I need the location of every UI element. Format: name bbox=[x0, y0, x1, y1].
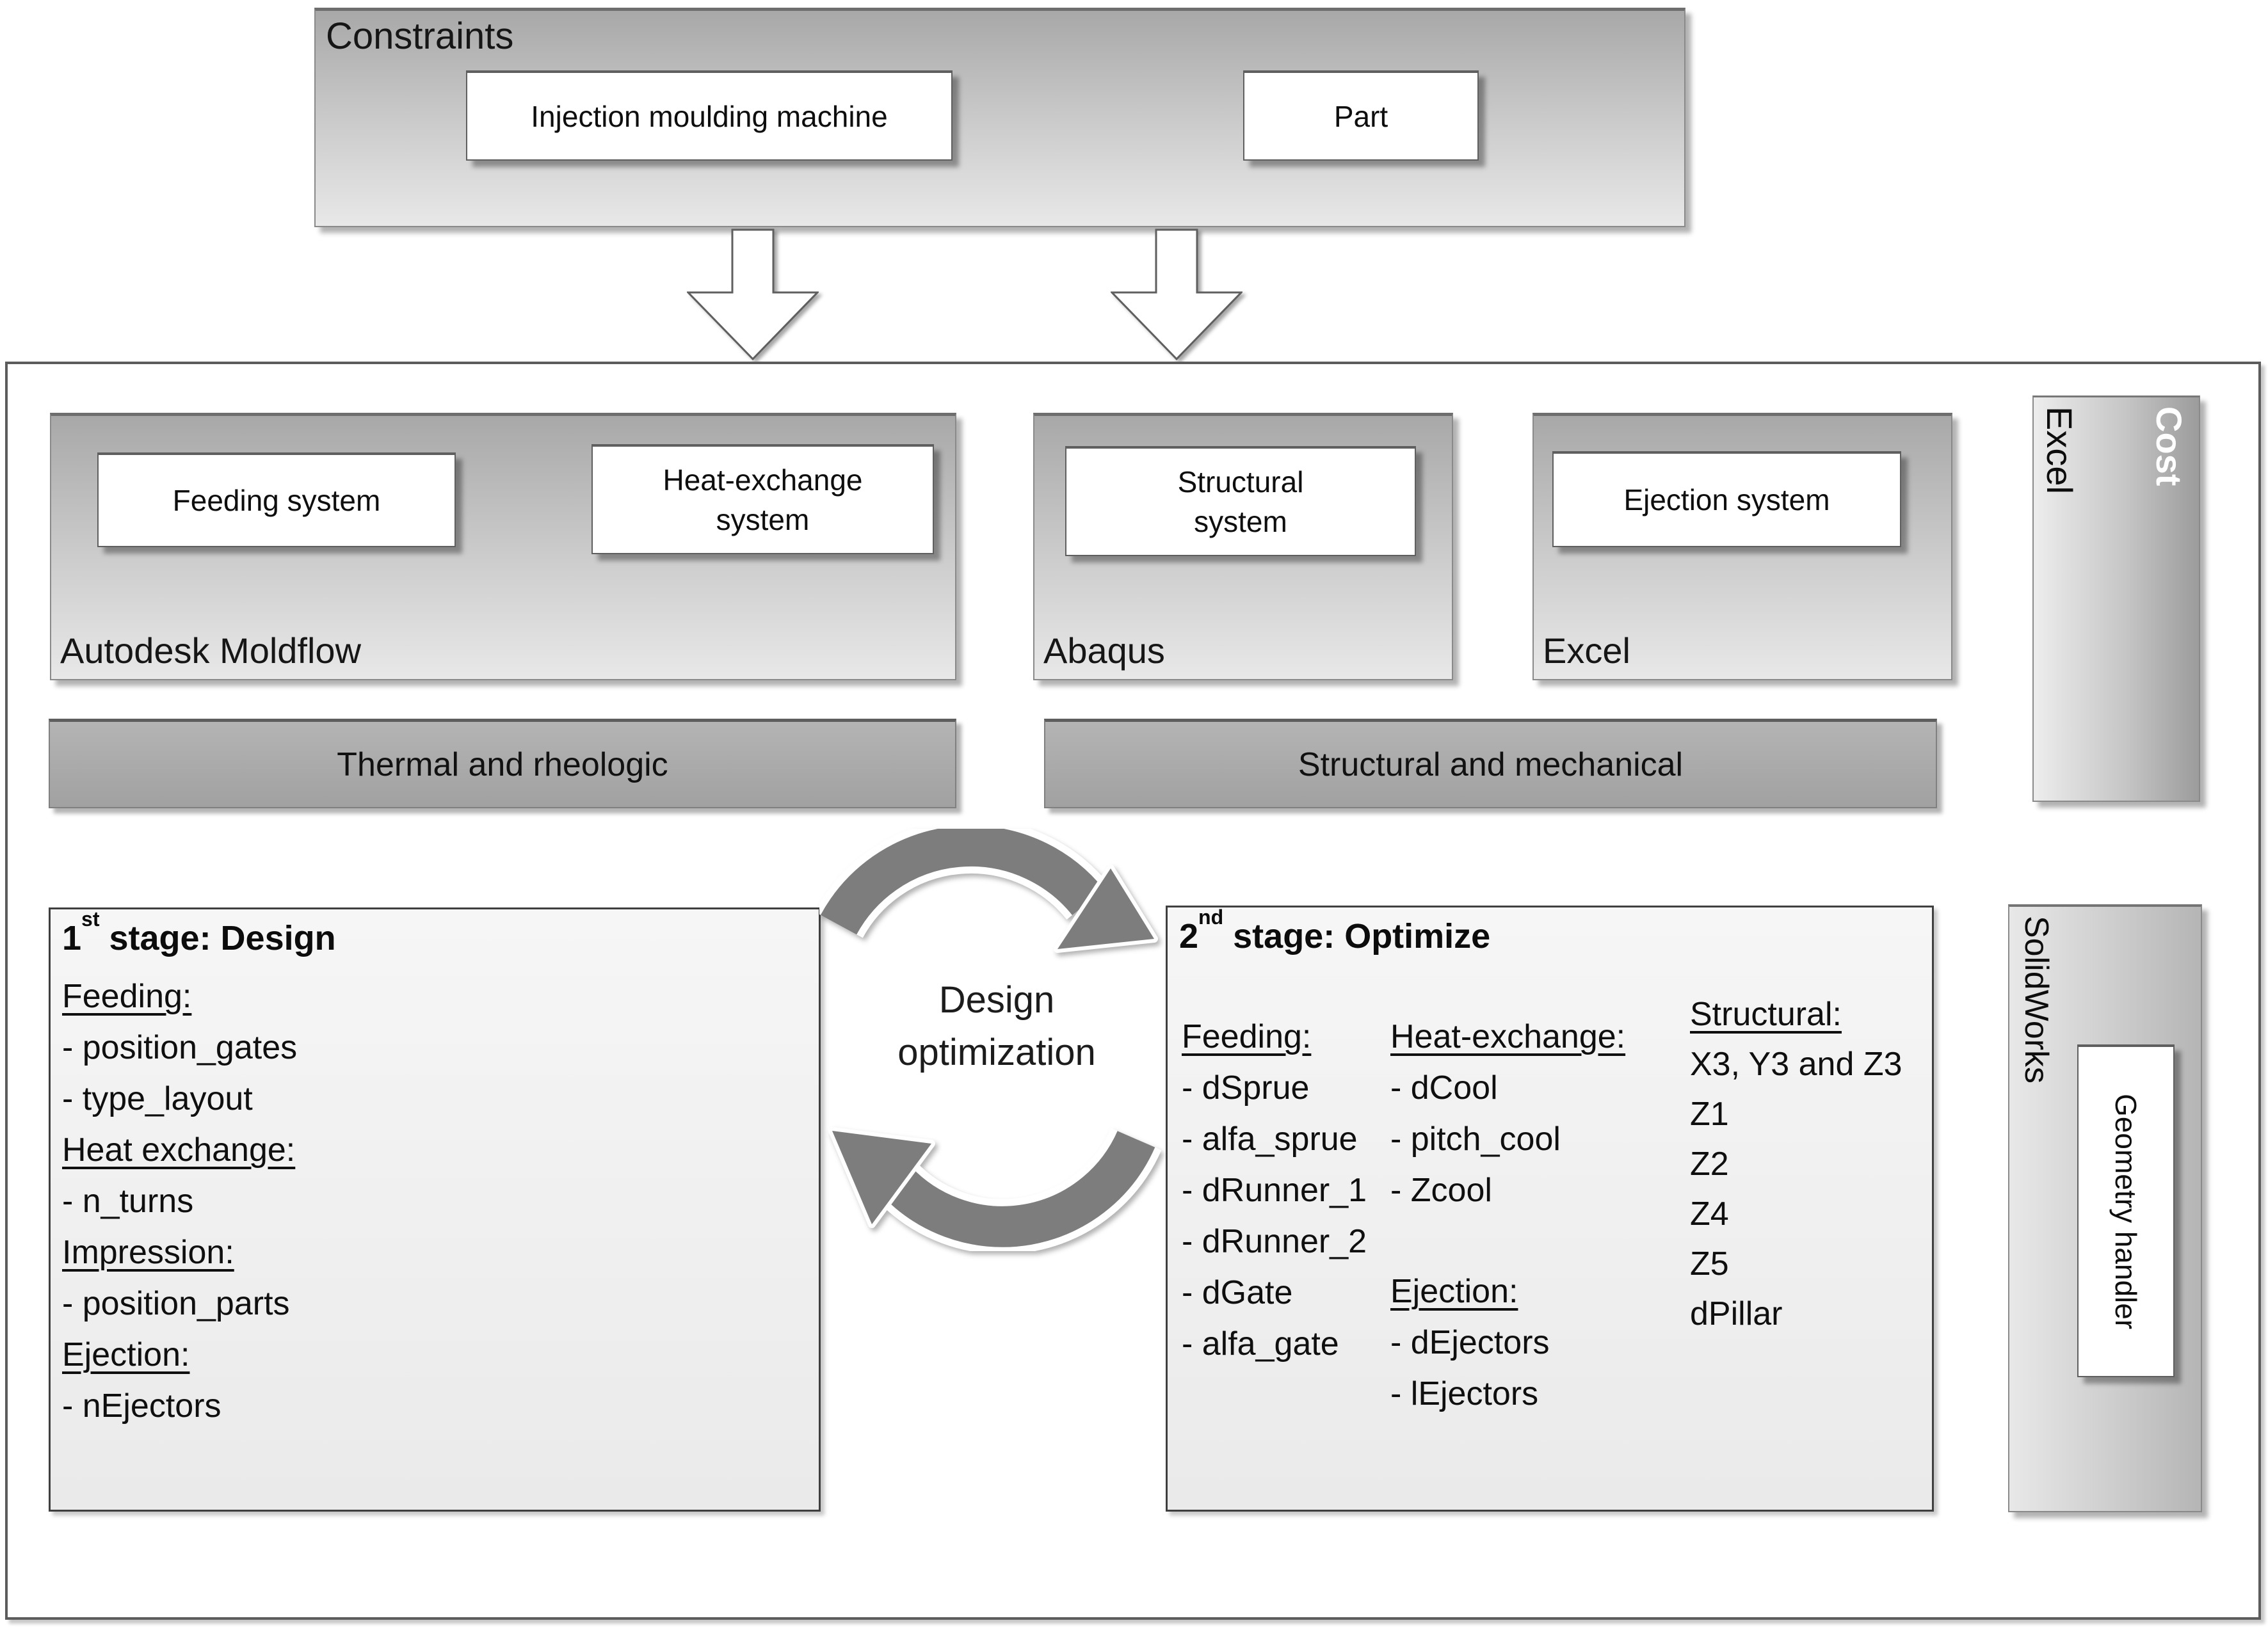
cost-panel: Excel Cost bbox=[2032, 396, 2200, 802]
thermal-rheologic-bar: Thermal and rheologic bbox=[49, 719, 956, 808]
list-item: - dEjectors bbox=[1390, 1324, 1550, 1361]
solidworks-panel: SolidWorks Geometry handler bbox=[2008, 904, 2202, 1512]
injection-moulding-machine-label: Injection moulding machine bbox=[531, 99, 888, 133]
structural-system-box: Structural system bbox=[1065, 446, 1416, 556]
design-cycle-arrows-icon bbox=[819, 829, 1162, 1251]
down-arrow-left-icon bbox=[687, 228, 819, 361]
stage2-title: 2nd stage: Optimize bbox=[1179, 906, 1491, 956]
injection-moulding-machine-box: Injection moulding machine bbox=[466, 70, 953, 161]
list-item: Structural: bbox=[1690, 996, 1842, 1033]
list-item: - lEjectors bbox=[1390, 1375, 1539, 1412]
excel-tool-box: Ejection system Excel bbox=[1532, 413, 1952, 680]
solidworks-label: SolidWorks bbox=[2018, 916, 2055, 1084]
structural-system-label: Structural system bbox=[1177, 465, 1304, 538]
list-item: - dSprue bbox=[1182, 1069, 1310, 1107]
ejection-system-box: Ejection system bbox=[1552, 451, 1901, 547]
abaqus-label: Abaqus bbox=[1043, 630, 1165, 671]
list-item: dPillar bbox=[1690, 1295, 1783, 1332]
list-item: - alfa_sprue bbox=[1182, 1121, 1358, 1158]
list-item: - pitch_cool bbox=[1390, 1121, 1561, 1158]
stage1-number: 1 bbox=[62, 919, 82, 957]
stage1-box: 1st stage: Design Feeding: - position_gat… bbox=[49, 907, 821, 1512]
stage2-heat-exchange-list: Heat-exchange: - dCool - pitch_cool - Zcool bbox=[1390, 1011, 1625, 1216]
feeding-system-label: Feeding system bbox=[172, 484, 381, 517]
stage2-title-rest: stage: Optimize bbox=[1223, 917, 1491, 955]
list-item: - n_turns bbox=[62, 1183, 194, 1220]
stage2-feeding-list: Feeding: - dSprue - alfa_sprue - dRunner_1 -… bbox=[1182, 1011, 1367, 1370]
part-box: Part bbox=[1243, 70, 1479, 161]
list-item: Z4 bbox=[1690, 1195, 1729, 1233]
geometry-handler-label: Geometry handler bbox=[2109, 1093, 2143, 1330]
stage1-ordinal: st bbox=[81, 907, 100, 931]
list-item: - dGate bbox=[1182, 1274, 1293, 1311]
part-label: Part bbox=[1333, 99, 1388, 133]
list-item: Impression: bbox=[62, 1234, 234, 1271]
list-item: Feeding: bbox=[1182, 1018, 1312, 1055]
list-item: Heat-exchange: bbox=[1390, 1018, 1626, 1055]
list-item: - alfa_gate bbox=[1182, 1325, 1339, 1362]
list-item: Heat exchange: bbox=[62, 1131, 296, 1169]
stage2-box: 2nd stage: Optimize Feeding: - dSprue - al… bbox=[1166, 906, 1934, 1512]
heat-exchange-system-box: Heat-exchange system bbox=[591, 444, 934, 554]
constraints-label: Constraints bbox=[326, 15, 514, 57]
structural-mechanical-bar: Structural and mechanical bbox=[1044, 719, 1937, 808]
list-item: Ejection: bbox=[1390, 1273, 1518, 1310]
moldflow-box: Feeding system Heat-exchange system Auto… bbox=[50, 413, 956, 680]
list-item: Z2 bbox=[1690, 1146, 1729, 1183]
cost-label: Cost bbox=[2149, 406, 2189, 486]
stage2-ordinal: nd bbox=[1198, 906, 1224, 929]
heat-exchange-system-label: Heat-exchange system bbox=[663, 463, 863, 536]
list-item: Z5 bbox=[1690, 1245, 1729, 1282]
list-item: - dCool bbox=[1390, 1069, 1498, 1107]
list-item: Ejection: bbox=[62, 1336, 190, 1373]
list-item: - dRunner_1 bbox=[1182, 1172, 1367, 1209]
list-item: - position_gates bbox=[62, 1029, 298, 1066]
list-item: Z1 bbox=[1690, 1096, 1729, 1133]
stage1-title: 1st stage: Design bbox=[62, 907, 336, 958]
stage1-title-rest: stage: Design bbox=[99, 919, 336, 957]
ejection-system-label: Ejection system bbox=[1623, 483, 1830, 516]
moldflow-label: Autodesk Moldflow bbox=[60, 630, 362, 671]
abaqus-box: Structural system Abaqus bbox=[1033, 413, 1453, 680]
structural-mechanical-label: Structural and mechanical bbox=[1298, 746, 1684, 783]
list-item: - nEjectors bbox=[62, 1387, 221, 1425]
list-item: - position_parts bbox=[62, 1285, 290, 1322]
constraints-box: Constraints Injection moulding machine P… bbox=[314, 8, 1685, 227]
thermal-rheologic-label: Thermal and rheologic bbox=[337, 746, 668, 783]
feeding-system-box: Feeding system bbox=[97, 452, 456, 547]
list-item: Feeding: bbox=[62, 978, 192, 1015]
list-item: - type_layout bbox=[62, 1080, 253, 1117]
geometry-handler-box: Geometry handler bbox=[2077, 1044, 2175, 1377]
down-arrow-right-icon bbox=[1111, 228, 1243, 361]
list-item: - dRunner_2 bbox=[1182, 1223, 1367, 1260]
cost-panel-tool-label: Excel bbox=[2039, 406, 2080, 494]
design-optimization-label: Design optimization bbox=[897, 979, 1096, 1073]
stage2-number: 2 bbox=[1179, 917, 1199, 955]
list-item: X3, Y3 and Z3 bbox=[1690, 1046, 1902, 1083]
stage2-ejection-list: Ejection: - dEjectors - lEjectors bbox=[1390, 1266, 1550, 1419]
list-item: - Zcool bbox=[1390, 1172, 1492, 1209]
excel-tool-label: Excel bbox=[1543, 630, 1630, 671]
